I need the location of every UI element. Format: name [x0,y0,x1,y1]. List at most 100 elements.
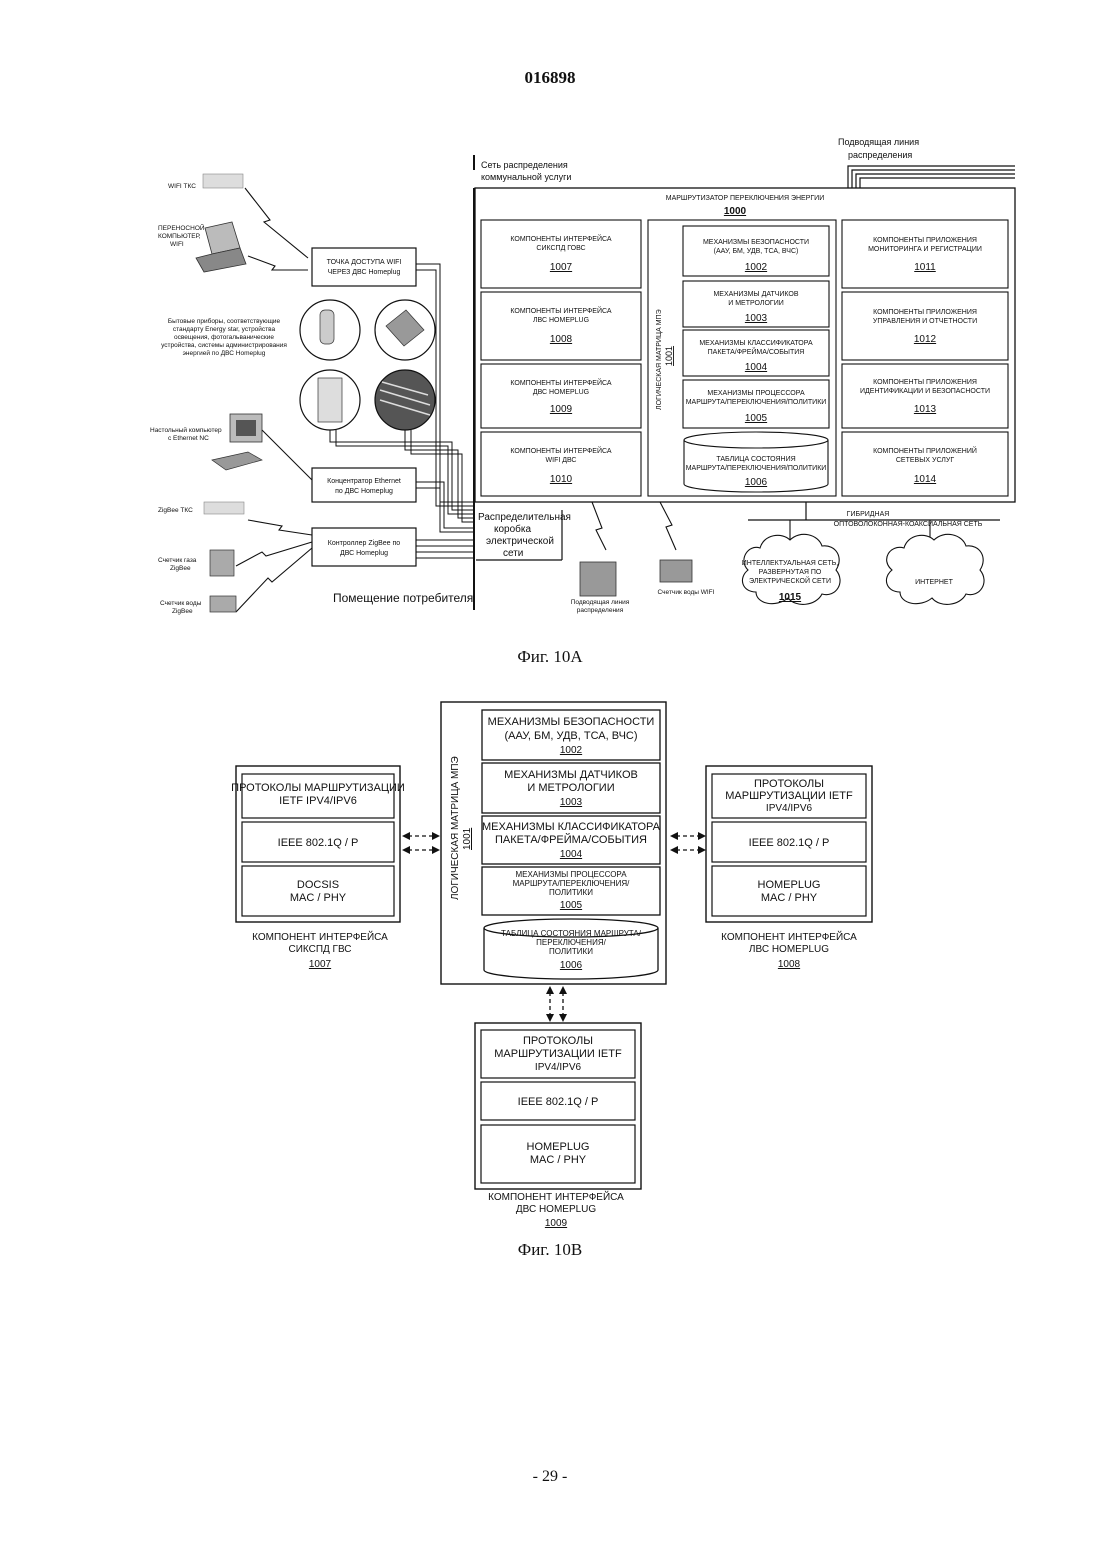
right-components: КОМПОНЕНТЫ ПРИЛОЖЕНИЯ МОНИТОРИНГА И РЕГИ… [842,220,1008,496]
feeder-line-top-2: распределения [848,150,912,160]
matrix-label: ЛОГИЧЕСКАЯ МАТРИЦА МПЭ [656,309,663,410]
zigbee-tks-label: ZigBee ТКС [158,507,193,514]
left-caption-2: СИКСПД ГВС [288,944,351,955]
svg-text:1009: 1009 [550,404,573,415]
svg-text:КОМПОНЕНТЫ ПРИЛОЖЕНИЯ: КОМПОНЕНТЫ ПРИЛОЖЕНИЯ [873,379,977,386]
svg-text:стандарту Energy star, устройс: стандарту Energy star, устройства [173,325,276,333]
svg-text:ДВС HOMEPLUG: ДВС HOMEPLUG [533,389,589,396]
zigbee-ctrl-label-2: ДВС Homeplug [340,550,388,557]
matrix-box [648,220,836,496]
router-number: 1000 [724,206,747,217]
svg-text:КОМПОНЕНТЫ ИНТЕРФЕЙСА: КОМПОНЕНТЫ ИНТЕРФЕЙСА [510,378,611,387]
svg-text:ПАКЕТА/ФРЕЙМА/СОБЫТИЯ: ПАКЕТА/ФРЕЙМА/СОБЫТИЯ [708,347,805,356]
svg-text:HOMEPLUG: HOMEPLUG [527,1141,590,1153]
ethernet-hub-label-2: по ДВС Homeplug [335,488,393,495]
gas-meter-icon [210,550,234,576]
svg-text:КОМПОНЕНТЫ ИНТЕРФЕЙСА: КОМПОНЕНТЫ ИНТЕРФЕЙСА [510,234,611,243]
svg-text:IPV4/IPV6: IPV4/IPV6 [766,803,813,814]
appliances-label: Бытовые приборы, соответствующие стандар… [161,317,287,357]
svg-text:IEEE 802.1Q / P: IEEE 802.1Q / P [749,837,830,849]
svg-text:КОМПОНЕНТЫ ПРИЛОЖЕНИЯ: КОМПОНЕНТЫ ПРИЛОЖЕНИЯ [873,309,977,316]
svg-text:ПЕРЕКЛЮЧЕНИЯ/: ПЕРЕКЛЮЧЕНИЯ/ [536,938,606,947]
svg-text:МЕХАНИЗМЫ ПРОЦЕССОРА: МЕХАНИЗМЫ ПРОЦЕССОРА [515,870,627,879]
svg-text:DOCSIS: DOCSIS [297,879,339,891]
svg-text:1002: 1002 [745,262,768,273]
center-components: МЕХАНИЗМЫ БЕЗОПАСНОСТИ (ААУ, БМ, УДВ, ТС… [683,226,829,492]
svg-text:1010: 1010 [550,474,573,485]
page-number: - 29 - [0,1468,1100,1486]
svg-text:IPV4/IPV6: IPV4/IPV6 [535,1062,582,1073]
hybrid-network-label-2: ОПТОВОЛОКОННАЯ-КОАКСИАЛЬНАЯ СЕТЬ [834,521,983,528]
svg-text:IEEE 802.1Q / P: IEEE 802.1Q / P [518,1096,599,1108]
right-caption-2: ЛВС HOMEPLUG [749,944,829,955]
svg-text:Бытовые приборы, соответствующ: Бытовые приборы, соответствующие [168,317,281,325]
svg-text:1005: 1005 [560,900,583,911]
gas-meter-label-1: Счетчик газа [158,557,197,564]
feeder-transformer-icon [580,562,616,596]
svg-text:ЭЛЕКТРИЧЕСКОЙ СЕТИ: ЭЛЕКТРИЧЕСКОЙ СЕТИ [749,576,831,585]
svg-text:МАРШРУТА/ПЕРЕКЛЮЧЕНИЯ/ПОЛИТИКИ: МАРШРУТА/ПЕРЕКЛЮЧЕНИЯ/ПОЛИТИКИ [686,465,827,472]
bottom-caption-1: КОМПОНЕНТ ИНТЕРФЕЙСА [488,1190,624,1203]
svg-text:МАРШРУТИЗАЦИИ IETF: МАРШРУТИЗАЦИИ IETF [494,1048,622,1060]
distribution-box-label-4: сети [503,548,523,559]
distribution-box-label-1: Распределительная [478,512,571,523]
svg-text:MAC / PHY: MAC / PHY [761,892,818,904]
svg-text:устройства, системы администри: устройства, системы администрирования [161,341,287,349]
svg-text:IETF IPV4/IPV6: IETF IPV4/IPV6 [279,795,357,807]
ethernet-hub-box [312,468,416,502]
svg-text:WIFI ДВС: WIFI ДВС [546,457,577,464]
figure-10a-caption: Фиг. 10А [0,647,1100,667]
patent-number: 016898 [0,68,1100,88]
water-meter-icon [210,596,236,612]
svg-text:И МЕТРОЛОГИИ: И МЕТРОЛОГИИ [728,300,784,307]
laptop-label-1: ПЕРЕНОСНОЙ [158,223,205,232]
svg-text:1006: 1006 [560,960,583,971]
svg-text:КОМПОНЕНТЫ ПРИЛОЖЕНИЙ: КОМПОНЕНТЫ ПРИЛОЖЕНИЙ [873,446,977,455]
svg-text:ТАБЛИЦА СОСТОЯНИЯ: ТАБЛИЦА СОСТОЯНИЯ [716,456,795,463]
feeder-lines-top [848,166,1015,188]
water-meter-wifi-label: Счетчик воды WIFI [658,589,715,596]
right-layers-10b: ПРОТОКОЛЫ МАРШРУТИЗАЦИИ IETF IPV4/IPV6 I… [712,774,866,916]
svg-text:МЕХАНИЗМЫ ДАТЧИКОВ: МЕХАНИЗМЫ ДАТЧИКОВ [504,769,638,781]
gas-meter-label-2: ZigBee [170,565,191,572]
svg-text:РАЗВЕРНУТАЯ ПО: РАЗВЕРНУТАЯ ПО [759,569,822,576]
svg-text:УПРАВЛЕНИЯ И ОТЧЕТНОСТИ: УПРАВЛЕНИЯ И ОТЧЕТНОСТИ [873,318,977,325]
svg-text:(ААУ, БМ, УДВ, ТСА, ВЧС): (ААУ, БМ, УДВ, ТСА, ВЧС) [504,730,637,742]
svg-text:ПАКЕТА/ФРЕЙМА/СОБЫТИЯ: ПАКЕТА/ФРЕЙМА/СОБЫТИЯ [495,833,647,846]
svg-text:1007: 1007 [550,262,573,273]
svg-text:(ААУ, БМ, УДВ, ТСА, ВЧС): (ААУ, БМ, УДВ, ТСА, ВЧС) [714,248,799,255]
feeder-line-bottom-2: распределения [577,607,624,614]
svg-text:1013: 1013 [914,404,937,415]
svg-text:МАРШРУТА/ПЕРЕКЛЮЧЕНИЯ/ПОЛИТИКИ: МАРШРУТА/ПЕРЕКЛЮЧЕНИЯ/ПОЛИТИКИ [686,399,827,406]
utility-network-label-1: Сеть распределения [481,160,568,170]
svg-text:MAC / PHY: MAC / PHY [530,1154,587,1166]
smart-grid-cloud: ИНТЕЛЛЕКТУАЛЬНАЯ СЕТЬ, РАЗВЕРНУТАЯ ПО ЭЛ… [742,534,840,604]
water-meter-label-1: Счетчик воды [160,600,202,607]
zigbee-controller-box [312,528,416,566]
svg-text:ПОЛИТИКИ: ПОЛИТИКИ [549,947,593,956]
distribution-box-label-3: электрической [486,536,554,547]
wifi-tks-label: WIFI ТКС [168,183,196,190]
svg-text:1004: 1004 [560,849,583,860]
desktop-icon [212,414,262,470]
svg-text:HOMEPLUG: HOMEPLUG [758,879,821,891]
center-stack-10b: МЕХАНИЗМЫ БЕЗОПАСНОСТИ (ААУ, БМ, УДВ, ТС… [482,710,661,979]
figure-10b: ЛОГИЧЕСКАЯ МАТРИЦА МПЭ 1001 МЕХАНИЗМЫ БЕ… [0,690,1100,1250]
wifi-tks-icon [203,174,243,188]
svg-text:ПОЛИТИКИ: ПОЛИТИКИ [549,888,593,897]
svg-text:ЛВС HOMEPLUG: ЛВС HOMEPLUG [533,317,589,324]
matrix-label-10b: ЛОГИЧЕСКАЯ МАТРИЦА МПЭ [450,756,461,900]
laptop-label-3: WIFI [170,241,184,248]
svg-text:IEEE 802.1Q / P: IEEE 802.1Q / P [278,837,359,849]
figure-10b-caption: Фиг. 10В [0,1240,1100,1260]
svg-text:1012: 1012 [914,334,937,345]
svg-text:СЕТЕВЫХ УСЛУГ: СЕТЕВЫХ УСЛУГ [896,457,954,464]
svg-text:1003: 1003 [745,313,768,324]
distribution-box-label-2: коробка [494,523,531,535]
svg-text:МАРШРУТИЗАЦИИ IETF: МАРШРУТИЗАЦИИ IETF [725,790,853,802]
svg-text:ПРОТОКОЛЫ МАРШРУТИЗАЦИИ: ПРОТОКОЛЫ МАРШРУТИЗАЦИИ [231,782,405,794]
figure-10a: Сеть распределения коммунальной услуги П… [0,130,1100,650]
svg-text:КОМПОНЕНТЫ ПРИЛОЖЕНИЯ: КОМПОНЕНТЫ ПРИЛОЖЕНИЯ [873,237,977,244]
svg-text:1004: 1004 [745,362,768,373]
matrix-number: 1001 [664,346,674,366]
